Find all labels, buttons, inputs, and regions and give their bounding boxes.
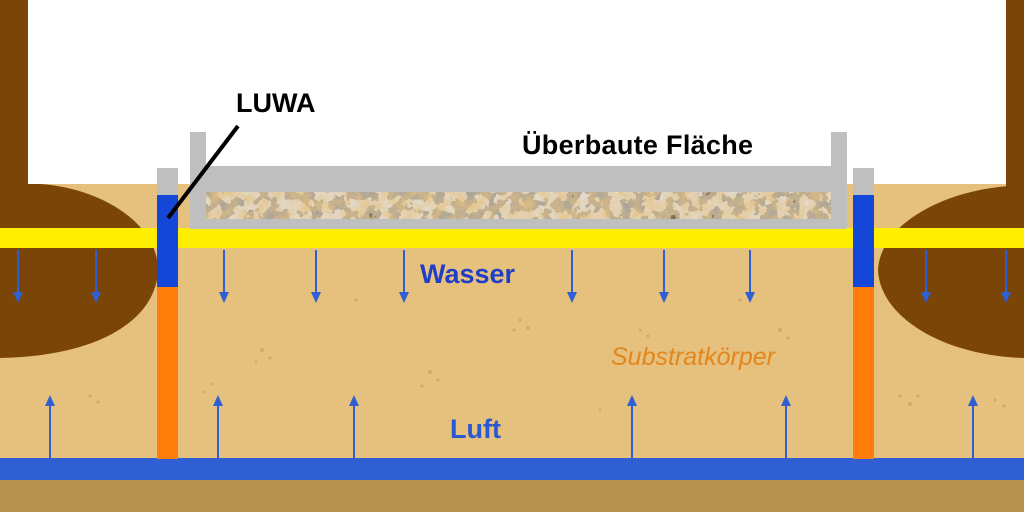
water-arrow bbox=[399, 250, 409, 303]
right-curb bbox=[831, 132, 847, 228]
air-arrow bbox=[968, 395, 978, 458]
water-label: Wasser bbox=[420, 259, 516, 289]
water-arrow bbox=[567, 250, 577, 303]
air-arrow bbox=[213, 395, 223, 458]
water-arrow bbox=[219, 250, 229, 303]
concrete-bottom bbox=[190, 219, 846, 229]
luwa-pointer-line bbox=[166, 124, 240, 220]
water-arrow bbox=[659, 250, 669, 303]
gravel-fill bbox=[205, 191, 832, 221]
luwa-label: LUWA bbox=[236, 88, 316, 118]
luwa-left-column bbox=[157, 168, 178, 459]
air-label: Luft bbox=[450, 414, 501, 444]
water-arrow bbox=[745, 250, 755, 303]
luwa-right-column bbox=[853, 168, 874, 459]
base-soil bbox=[0, 478, 1024, 512]
water-layer bbox=[0, 228, 1024, 248]
water-arrow bbox=[13, 250, 23, 303]
sky bbox=[0, 0, 1024, 186]
air-arrow bbox=[349, 395, 359, 458]
substrate-label: Substratkörper bbox=[611, 343, 775, 371]
water-arrow bbox=[91, 250, 101, 303]
paved-surface-label: Überbaute Fläche bbox=[522, 130, 754, 160]
water-arrows bbox=[13, 250, 1011, 303]
water-arrow bbox=[1001, 250, 1011, 303]
water-arrow bbox=[921, 250, 931, 303]
air-pipe bbox=[0, 458, 1024, 480]
air-arrow bbox=[781, 395, 791, 458]
water-arrow bbox=[311, 250, 321, 303]
air-arrow bbox=[45, 395, 55, 458]
right-tree-trunk bbox=[1006, 0, 1024, 200]
left-root-ball bbox=[0, 184, 158, 358]
substrate-speckles bbox=[88, 298, 1006, 412]
air-arrow bbox=[627, 395, 637, 458]
concrete-top bbox=[205, 166, 832, 192]
left-tree-trunk bbox=[0, 0, 28, 200]
air-arrows bbox=[45, 395, 978, 458]
